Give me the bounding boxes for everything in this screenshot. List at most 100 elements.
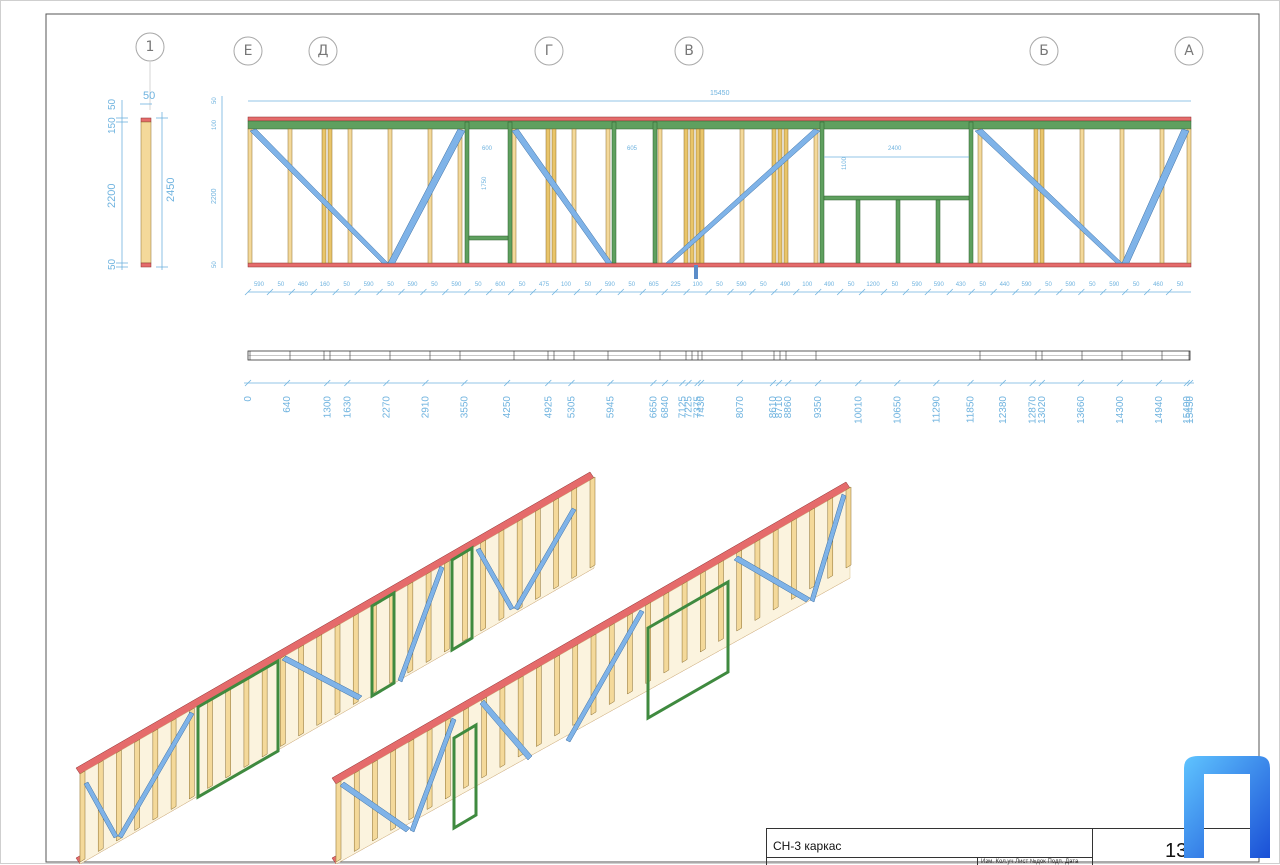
iso-stud — [571, 487, 578, 579]
chain-dimension-label: 590 — [736, 282, 747, 288]
iso-stud — [700, 570, 706, 653]
dim-section-2450: 2450 — [165, 178, 177, 202]
chain-dimension-label: 590 — [407, 282, 418, 288]
brace — [387, 128, 466, 264]
ordinate-label: 1630 — [342, 396, 353, 419]
dim-section-50a: 50 — [107, 98, 118, 110]
top-plate — [247, 116, 1192, 122]
iso-stud — [134, 739, 140, 831]
ordinate-label: 4925 — [543, 396, 554, 419]
iso-stud — [463, 707, 469, 789]
chain-dimension-label: 590 — [364, 282, 375, 288]
stud — [699, 128, 705, 264]
chain-dimension-label: 605 — [649, 282, 660, 288]
sheet-title: СН-3 каркас — [773, 839, 842, 853]
chain-dimension-label: 430 — [956, 282, 967, 288]
plan-strip — [247, 350, 1191, 361]
isometric-wall-2 — [331, 481, 852, 864]
stud — [321, 128, 327, 264]
ordinate-label: 15450 — [1185, 396, 1196, 424]
stud — [1119, 128, 1125, 264]
iso-stud — [736, 549, 742, 632]
stud — [783, 128, 789, 264]
ordinate-label: 2910 — [420, 396, 431, 419]
ordinate-label: 3550 — [459, 396, 470, 419]
dim-left-100: 100 — [212, 119, 218, 130]
iso-stud — [298, 644, 304, 737]
chain-dimension-label: 490 — [780, 282, 791, 288]
stud — [1033, 128, 1039, 264]
iso-stud — [772, 528, 779, 611]
dim-section-2200: 2200 — [106, 184, 118, 208]
iso-stud — [718, 560, 724, 642]
dim-section-50-bottom: 50 — [107, 258, 118, 270]
chain-dimension-label: 50 — [475, 282, 482, 288]
top-header — [247, 120, 1192, 130]
iso-stud — [536, 665, 542, 747]
stud — [683, 128, 689, 264]
chain-dimension-label: 590 — [1109, 282, 1120, 288]
stud — [1186, 128, 1192, 264]
iso-stud — [516, 518, 523, 611]
iso-stud — [498, 529, 505, 621]
ordinate-label: 13020 — [1037, 396, 1048, 424]
ordinate-label: 8710 — [774, 396, 785, 419]
ordinate-label: 5945 — [605, 396, 616, 419]
stud — [457, 128, 463, 264]
chain-dimension-label: 50 — [716, 282, 723, 288]
stud — [977, 128, 983, 264]
axis-label-a: А — [1184, 43, 1194, 59]
ordinate-label: 4250 — [502, 396, 513, 419]
ordinate-label: 7375 — [693, 396, 704, 419]
title-block-divider — [1092, 829, 1093, 865]
chain-dimension-label: 50 — [979, 282, 986, 288]
iso-stud — [589, 476, 596, 569]
grid-axes: 1 Е Д Г В Б А — [135, 32, 1204, 110]
iso-stud — [225, 686, 231, 779]
chain-dimension-label: 50 — [1089, 282, 1096, 288]
title-block-divider — [977, 857, 978, 865]
ordinate-label: 1300 — [322, 396, 333, 419]
iso-stud — [444, 560, 450, 653]
iso-stud — [554, 654, 560, 737]
iso-stud — [462, 550, 468, 642]
chain-dimension-label: 590 — [605, 282, 616, 288]
brace — [665, 128, 821, 264]
stud — [511, 128, 517, 264]
iso-stud — [425, 571, 432, 663]
dim-left-50: 50 — [212, 97, 218, 104]
ordinate-label: 6650 — [648, 396, 659, 419]
brace — [974, 128, 1123, 264]
chain-dimension-label: 440 — [1000, 282, 1011, 288]
iso-stud — [316, 634, 323, 726]
stud — [1079, 128, 1085, 264]
chain-dimension-label: 225 — [671, 282, 682, 288]
axis-marker-a — [1174, 36, 1204, 66]
brand-logo-icon — [1184, 756, 1270, 858]
ordinate-label: 11850 — [966, 396, 977, 424]
iso-stud — [207, 697, 213, 789]
ordinate-label: 14300 — [1115, 396, 1126, 424]
stud — [1039, 128, 1045, 264]
chain-dimension-label: 50 — [519, 282, 526, 288]
chain-dimension-label: 50 — [431, 282, 438, 288]
chain-dimension-label: 50 — [848, 282, 855, 288]
sheet-number: 13 — [1165, 840, 1188, 862]
chain-dimension-label: 460 — [298, 282, 309, 288]
iso-stud — [390, 749, 396, 831]
stud — [771, 128, 777, 264]
ordinate-label: 12870 — [1028, 396, 1039, 424]
chain-dimension-label: 50 — [387, 282, 394, 288]
chain-dimension-label: 50 — [1133, 282, 1140, 288]
dim-section-50: 50 — [143, 90, 155, 102]
chain-dimension-label: 50 — [628, 282, 635, 288]
axis-label-g: Г — [545, 43, 554, 59]
dim-window-width: 2400 — [888, 146, 902, 152]
ordinate-label: 14940 — [1154, 396, 1165, 424]
stud — [551, 128, 557, 264]
chain-dimension-label: 590 — [1022, 282, 1033, 288]
ordinate-label: 9350 — [813, 396, 824, 419]
stud — [387, 128, 393, 264]
iso-stud — [426, 728, 433, 810]
